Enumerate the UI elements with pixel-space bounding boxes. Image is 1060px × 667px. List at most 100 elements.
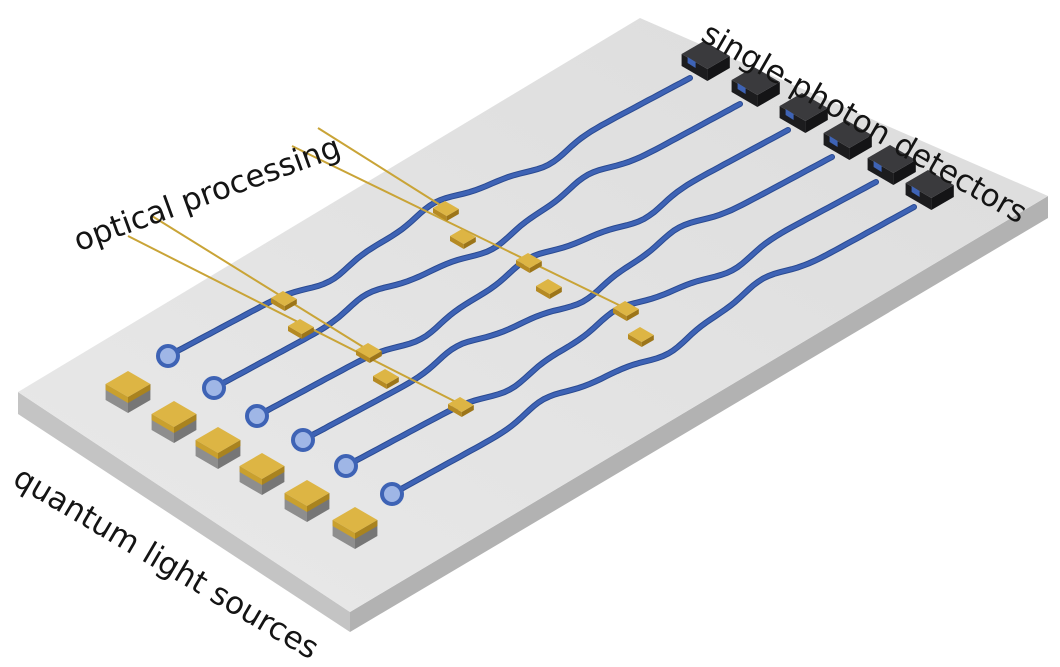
box-left-face <box>288 326 302 339</box>
phase-shifter-pad <box>536 279 562 299</box>
box-right-face <box>529 261 542 273</box>
phase-shifter-pad <box>288 319 314 339</box>
box-right-face <box>641 335 654 347</box>
box-left-face <box>536 286 550 299</box>
source-gold-right <box>307 493 330 512</box>
control-wire <box>317 127 446 209</box>
box-left-face <box>628 334 642 347</box>
box-top-face <box>271 291 297 306</box>
chip-components <box>105 41 954 549</box>
source-gold-right <box>355 520 378 539</box>
detector-port <box>829 136 838 147</box>
source-gold-right <box>262 466 285 485</box>
box-left-face <box>356 350 370 363</box>
box-left-face <box>450 236 464 249</box>
single-photon-detector <box>779 93 828 133</box>
detector-port <box>911 186 920 197</box>
source-gold-top <box>105 371 151 397</box>
detector-top-face <box>779 93 828 121</box>
detector-top-face <box>823 120 872 148</box>
quantum-light-source <box>151 401 197 443</box>
photonic-chip-diagram <box>18 18 1048 632</box>
single-photon-detector <box>867 145 916 185</box>
single-photon-detector <box>731 67 780 107</box>
source-gold-right <box>218 440 241 459</box>
box-top-face <box>613 301 639 316</box>
box-right-face <box>463 237 476 249</box>
ring-resonator <box>202 376 226 400</box>
chip-front-edge <box>350 196 1048 632</box>
source-gold-left <box>151 414 174 433</box>
control-wires <box>127 127 626 405</box>
box-left-face <box>433 208 447 221</box>
detector-port <box>687 57 696 68</box>
detector-right-face <box>849 135 872 160</box>
box-top-face <box>433 201 459 216</box>
box-right-face <box>369 351 382 363</box>
phase-shifter-pad <box>271 291 297 311</box>
source-gold-left <box>105 384 128 403</box>
waveguide <box>344 180 878 468</box>
ring-resonator <box>334 454 358 478</box>
source-gold-left <box>284 493 307 512</box>
phase-shifter-pad <box>448 397 474 417</box>
box-top-face <box>288 319 314 334</box>
detector-right-face <box>893 160 916 185</box>
source-gold-top <box>239 453 285 479</box>
detector-top-face <box>681 41 730 69</box>
control-wire <box>151 215 369 351</box>
quantum-light-source <box>239 453 285 495</box>
source-gold-right <box>174 414 197 433</box>
detector-port <box>785 109 794 120</box>
box-top-face <box>356 343 382 358</box>
box-right-face <box>626 309 639 321</box>
box-left-face <box>271 298 285 311</box>
box-right-face <box>284 299 297 311</box>
box-left-face <box>373 376 387 389</box>
detector-top-face <box>731 67 780 95</box>
phase-shifter-pad <box>373 369 399 389</box>
box-top-face <box>448 397 474 412</box>
source-gold-top <box>332 507 378 533</box>
phase-shifter-pad <box>450 229 476 249</box>
chip-left-edge <box>18 392 350 632</box>
waveguide <box>166 76 692 358</box>
phase-shifter-pad <box>628 327 654 347</box>
box-top-face <box>628 327 654 342</box>
box-right-face <box>446 209 459 221</box>
detector-right-face <box>805 108 828 133</box>
source-gold-left <box>239 466 262 485</box>
box-top-face <box>536 279 562 294</box>
detector-port <box>737 83 746 94</box>
box-right-face <box>549 287 562 299</box>
single-photon-detector <box>681 41 730 81</box>
single-photon-detector <box>905 170 954 210</box>
waveguide <box>390 205 916 496</box>
detector-right-face <box>757 82 780 107</box>
quantum-light-source <box>332 507 378 549</box>
detector-top-face <box>905 170 954 198</box>
box-top-face <box>516 253 542 268</box>
box-top-face <box>373 369 399 384</box>
box-top-face <box>450 229 476 244</box>
phase-shifter-pad <box>433 201 459 221</box>
box-right-face <box>301 327 314 339</box>
waveguide-network <box>165 75 917 497</box>
box-right-face <box>461 405 474 417</box>
quantum-light-source <box>105 371 151 413</box>
source-gold-left <box>195 440 218 459</box>
box-left-face <box>448 404 462 417</box>
phase-shifter-pad <box>356 343 382 363</box>
control-wire <box>291 145 626 309</box>
phase-shifter-pad <box>613 301 639 321</box>
chip-substrate <box>18 18 1048 632</box>
box-right-face <box>386 377 399 389</box>
detector-right-face <box>931 185 954 210</box>
box-left-face <box>516 260 530 273</box>
source-gold-top <box>284 480 330 506</box>
single-photon-detector <box>823 120 872 160</box>
quantum-light-source <box>284 480 330 522</box>
ring-resonator <box>380 482 404 506</box>
waveguide <box>301 155 834 442</box>
source-gold-left <box>332 520 355 539</box>
